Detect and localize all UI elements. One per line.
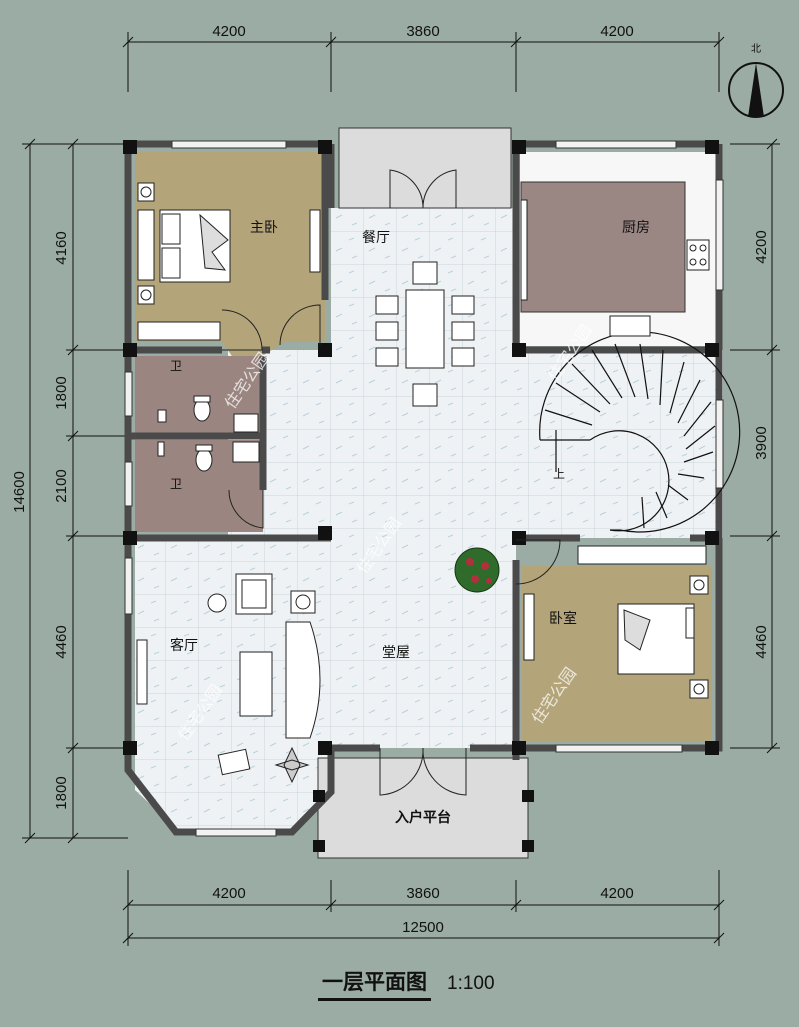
window-bath-left — [124, 371, 133, 417]
left-dimensions — [22, 138, 128, 844]
label-bedroom: 卧室 — [549, 610, 577, 627]
bottom-dimensions — [122, 870, 725, 946]
top-dimensions — [122, 32, 725, 92]
desk-icon — [217, 748, 251, 776]
dim-right-3: 4460 — [753, 625, 770, 658]
dining-french-door — [389, 169, 457, 209]
label-living: 客厅 — [170, 637, 198, 654]
bedroom-wardrobe — [577, 545, 707, 565]
dining-table-icon — [375, 261, 475, 407]
window-kitchen-right — [715, 179, 724, 291]
dim-top-2: 3860 — [406, 23, 439, 40]
label-toilet-lower: 卫 — [170, 477, 182, 491]
window-stair-right — [715, 399, 724, 489]
dim-bottom-2: 3860 — [406, 885, 439, 902]
plant-stand-icon — [290, 590, 316, 614]
corridor-door-arc — [279, 304, 321, 346]
doors — [221, 169, 561, 796]
tile-floor-corridor — [228, 350, 723, 538]
kitchen-sink-icon — [609, 315, 651, 337]
windows — [124, 140, 724, 837]
coffee-table — [239, 651, 273, 717]
armchair-icon — [235, 573, 273, 615]
label-kitchen: 厨房 — [622, 220, 650, 236]
dim-left-2: 1800 — [53, 376, 70, 409]
spiral-staircase — [539, 331, 741, 533]
window-bath2-left — [124, 461, 133, 507]
label-toilet-upper: 卫 — [170, 359, 182, 373]
bath-door — [228, 489, 264, 529]
label-entrance-platform: 入户平台 — [395, 809, 451, 826]
dim-left-5: 1800 — [53, 776, 70, 809]
columns — [123, 140, 719, 852]
north-arrow-icon: 北 — [728, 43, 784, 118]
dim-left-total: 14600 — [11, 471, 28, 513]
potted-plant-icon — [454, 547, 500, 593]
title-block: 一层平面图 1:100 — [318, 966, 495, 1001]
label-master-bedroom: 主卧 — [250, 220, 278, 236]
dim-bottom-1: 4200 — [212, 885, 245, 902]
plan-scale: 1:100 — [447, 973, 495, 994]
master-window-seat — [309, 209, 321, 273]
right-dimensions — [730, 138, 780, 754]
bedroom-bed-icon — [617, 575, 709, 699]
tile-floor-bay — [135, 748, 331, 830]
flower-icon — [274, 746, 310, 784]
toilet-upper-icon — [157, 395, 259, 433]
tv-cabinet — [136, 639, 148, 705]
window-bay-bottom — [195, 828, 277, 837]
toilet-lower-icon — [157, 441, 260, 472]
window-bedroom-bottom — [555, 744, 683, 753]
dim-left-1: 4160 — [53, 231, 70, 264]
stove-icon — [686, 239, 710, 271]
dim-bottom-3: 4200 — [600, 885, 633, 902]
side-table-round — [207, 593, 227, 613]
plan-title: 一层平面图 — [318, 966, 431, 1001]
entrance-platform-floor — [317, 757, 529, 859]
master-door — [221, 309, 263, 351]
window-master-top — [171, 140, 287, 149]
furniture — [136, 182, 710, 784]
entrance-french-door — [379, 747, 467, 796]
kitchen-cabinet-left — [520, 199, 528, 301]
label-dining: 餐厅 — [362, 230, 390, 246]
dim-left-3: 2100 — [53, 469, 70, 502]
master-wardrobe — [137, 321, 221, 341]
dim-right-1: 4200 — [753, 230, 770, 263]
dim-total-width: 12500 — [402, 919, 444, 936]
sofa-icon — [285, 621, 321, 739]
master-bed-icon — [137, 182, 231, 305]
dim-top-1: 4200 — [212, 23, 245, 40]
label-stair-up: 上 — [553, 467, 565, 481]
kitchen-floor — [520, 181, 686, 313]
dim-left-4: 4460 — [53, 625, 70, 658]
bedroom-desk — [523, 593, 535, 661]
window-living-left — [124, 557, 133, 615]
label-hall: 堂屋 — [382, 645, 410, 661]
window-kitchen-top — [555, 140, 677, 149]
dim-right-2: 3900 — [753, 426, 770, 459]
north-label: 北 — [751, 43, 761, 55]
dim-top-3: 4200 — [600, 23, 633, 40]
bedroom-door — [515, 539, 561, 585]
